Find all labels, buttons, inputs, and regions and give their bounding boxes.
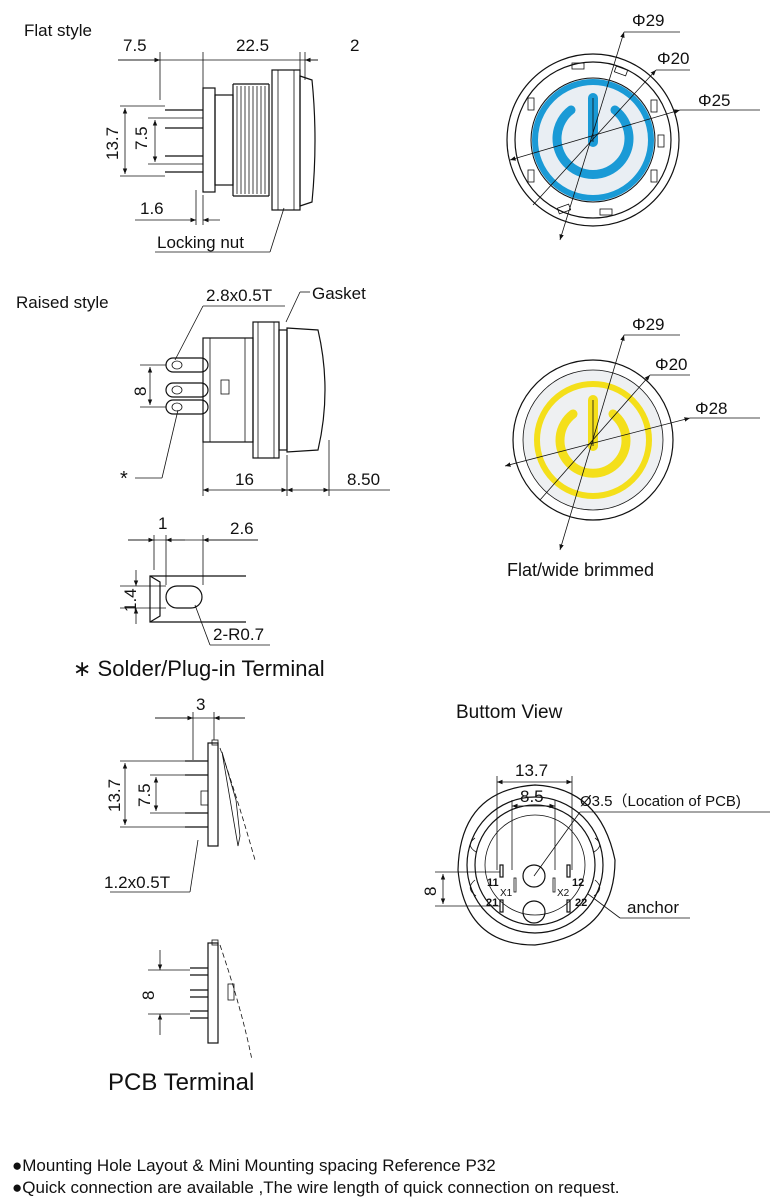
flat-diam-29: Φ29: [632, 11, 664, 30]
bottom-pcb-note: Ø3.5（Location of PCB): [580, 793, 741, 810]
raised-dim-16: 16: [235, 470, 254, 489]
pcb-dim-13-7: 13.7: [105, 779, 124, 812]
raised-style-side-view: Raised style 2.8x0.5T Gasket 8 *: [16, 284, 390, 496]
flat-wide-brimmed-caption: Flat/wide brimmed: [507, 560, 654, 580]
pcb-hole-lower: [522, 900, 546, 924]
raised-diam-20: Φ20: [655, 355, 687, 374]
bottom-dim-13-7: 13.7: [515, 761, 548, 780]
bottom-dim-8: 8: [421, 887, 440, 896]
flat-dim-7-5: 7.5: [123, 36, 147, 55]
pin-22: 22: [575, 897, 587, 909]
solder-terminal-title: ∗ Solder/Plug-in Terminal: [73, 656, 325, 681]
pcb-dim-1-2x0-5t: 1.2x0.5T: [104, 873, 170, 892]
raised-diam-28: Φ28: [695, 399, 727, 418]
pin-12: 12: [572, 877, 584, 889]
pin-11: 11: [487, 877, 499, 889]
flat-style-side-view: Flat style 7.5 22.5 2: [24, 21, 359, 253]
gasket-label: Gasket: [312, 284, 366, 303]
raised-style-title: Raised style: [16, 293, 109, 312]
pcb-terminal-detail: 3 13.7 7.5 1.2x0.5T: [104, 695, 256, 1096]
anchor-label: anchor: [627, 898, 679, 917]
solder-terminal-detail: 1 2.6 1.4 2-R0.7 ∗ Solder/Plug-in Termin…: [73, 514, 325, 681]
raised-diam-29: Φ29: [632, 315, 664, 334]
quick-connect-terminals: [165, 357, 209, 415]
solder-dim-2-6: 2.6: [230, 519, 254, 538]
note-quick-connection: ●Quick connection are available ,The wir…: [12, 1178, 620, 1197]
note-mounting-hole: ●Mounting Hole Layout & Mini Mounting sp…: [12, 1156, 496, 1175]
raised-star: *: [120, 468, 128, 490]
notes: ●Mounting Hole Layout & Mini Mounting sp…: [12, 1155, 772, 1199]
solder-radius: 2-R0.7: [213, 625, 264, 644]
pcb-dim-7-5: 7.5: [135, 783, 154, 807]
pcb-hole-upper: [522, 864, 546, 888]
raised-dim-8-50: 8.50: [347, 470, 380, 489]
pin-21: 21: [486, 897, 498, 909]
pcb-dim-3: 3: [196, 695, 205, 714]
raised-style-front-view: Φ29 Φ20 Φ28 Flat/wide brimmed: [504, 315, 760, 580]
flat-diam-20: Φ20: [657, 49, 689, 68]
flat-dim-2: 2: [350, 36, 359, 55]
flat-diam-25: Φ25: [698, 91, 730, 110]
bottom-housing: [457, 784, 616, 946]
flat-dim-1-6: 1.6: [140, 199, 164, 218]
flat-style-front-view: Φ29 Φ20 Φ25: [506, 11, 760, 241]
pin-x2: X2: [557, 888, 570, 899]
pcb-dim-8: 8: [139, 991, 158, 1000]
bottom-view: Buttom View 13.7 8.5 Ø3.5（Location of PC…: [421, 702, 770, 946]
flat-dim-13-7: 13.7: [103, 127, 122, 160]
locking-nut-label: Locking nut: [157, 233, 244, 252]
solder-dim-1: 1: [158, 514, 167, 533]
pcb-terminal-title: PCB Terminal: [108, 1069, 254, 1096]
flat-dim-7-5-vertical: 7.5: [132, 126, 151, 150]
flat-style-title: Flat style: [24, 21, 92, 40]
raised-terminal-label: 2.8x0.5T: [206, 286, 272, 305]
thread-lines: [232, 83, 270, 197]
pin-x1: X1: [500, 888, 513, 899]
flat-dim-22-5: 22.5: [236, 36, 269, 55]
solder-dim-1-4: 1.4: [121, 588, 140, 612]
raised-dim-8: 8: [131, 387, 150, 396]
bottom-view-title: Buttom View: [456, 702, 563, 723]
